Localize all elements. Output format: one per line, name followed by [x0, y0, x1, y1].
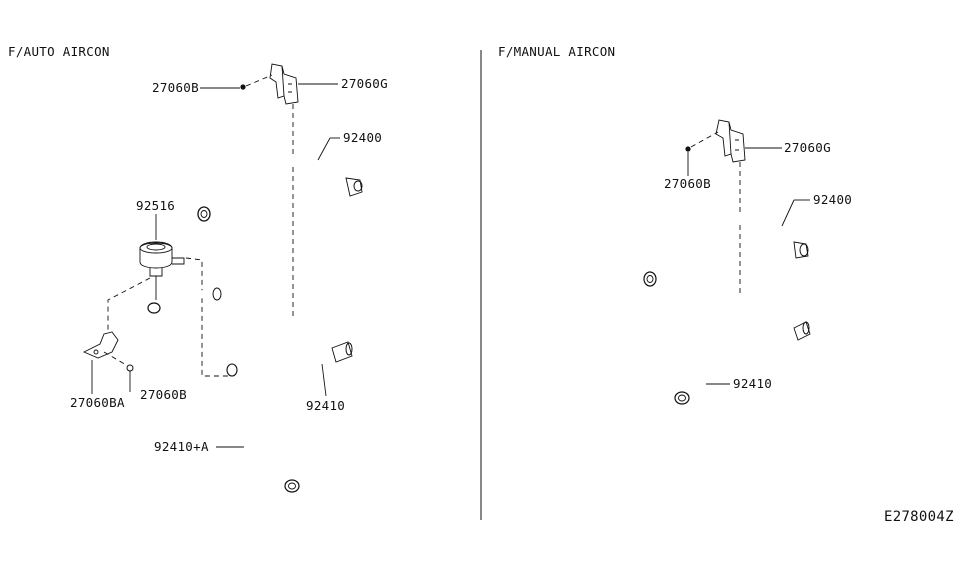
left-bracket-27060BA: [82, 331, 129, 367]
right-bolt-27060B: [685, 131, 719, 152]
right-hose-92400: [643, 213, 809, 291]
section-title-manual: F/MANUAL AIRCON: [498, 44, 616, 59]
right-label-upper-hose: 92400: [813, 192, 853, 207]
diagram-code: E278004Z: [884, 509, 954, 525]
left-label-lower-hose: 92410: [306, 398, 346, 413]
right-label-bolt: 27060B: [664, 176, 711, 191]
reservoir-92516: [139, 241, 185, 300]
left-label-small-bolt: 27060B: [140, 387, 187, 402]
left-label-upper-hose: 92400: [343, 130, 383, 145]
left-label-extra-hose: 92410+A: [154, 439, 209, 454]
right-hose-92410: [674, 300, 811, 405]
left-label-small-bracket: 27060BA: [70, 395, 125, 410]
right-label-lower-hose: 92410: [733, 376, 773, 391]
left-hose-92410A: [226, 363, 300, 493]
left-bracket-27060G: [269, 63, 299, 105]
section-title-auto: F/AUTO AIRCON: [8, 44, 110, 59]
left-label-reservoir: 92516: [136, 198, 176, 213]
left-label-bolt: 27060B: [152, 80, 199, 95]
right-bracket-27060G: [715, 119, 746, 163]
left-hose-92400: [197, 151, 363, 234]
left-bolt-27060B: [240, 74, 273, 90]
left-hose-92410: [147, 287, 353, 363]
left-label-bracket: 27060G: [341, 76, 388, 91]
right-label-bracket: 27060G: [784, 140, 831, 155]
